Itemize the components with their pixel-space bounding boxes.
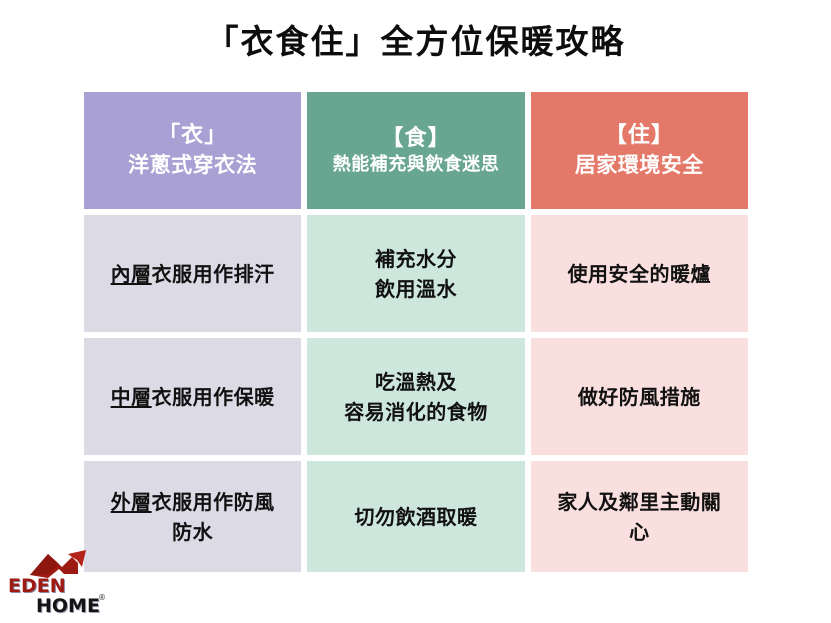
eden-home-logo: EDEN HOME ®: [6, 548, 124, 618]
cell-text-line2: 飲用溫水: [374, 276, 457, 301]
header-subtitle-food: 熱能補充與飲食迷思: [332, 154, 500, 176]
header-cell-food: 【食】 熱能補充與飲食迷思: [307, 92, 525, 209]
house-arrow-icon: [28, 548, 90, 578]
cell-underlined-term: 內層: [110, 261, 152, 286]
cell-main-text: 使用安全的暖爐: [567, 261, 712, 286]
cell-main-text: 衣服用作排汗: [151, 261, 275, 286]
cell-underlined-term: 中層: [110, 384, 152, 409]
cell-main-text: 切勿飲酒取暖: [354, 504, 478, 529]
page-title: 「衣食住」全方位保暖攻略: [205, 22, 626, 61]
cell-text: 做好防風措施: [578, 382, 701, 412]
cell-housing-3: 家人及鄰里主動關 心: [530, 461, 748, 572]
header-title-clothing: 「衣」: [158, 123, 228, 149]
cell-text: 使用安全的暖爐: [568, 259, 712, 289]
cell-main-text: 衣服用作保暖: [151, 384, 275, 409]
header-subtitle-housing: 居家環境安全: [574, 153, 704, 178]
table-header-row: 「衣」 洋蔥式穿衣法 【食】 熱能補充與飲食迷思 【住】 居家環境安全: [84, 92, 748, 209]
cell-clothing-3: 外層衣服用作防風 防水: [84, 461, 302, 572]
table-row: 外層衣服用作防風 防水 切勿飲酒取暖 家人及鄰里主動關 心: [84, 461, 748, 572]
table-row: 內層衣服用作排汗 補充水分 飲用溫水 使用安全的暖爐: [84, 215, 748, 332]
cell-main-text: 衣服用作防風: [151, 489, 275, 514]
header-cell-clothing: 「衣」 洋蔥式穿衣法: [84, 92, 302, 209]
cell-text: 切勿飲酒取暖: [354, 502, 477, 532]
cell-text: 中層衣服用作保暖: [111, 382, 275, 412]
cell-text: 內層衣服用作排汗: [111, 259, 275, 289]
cell-food-2: 吃溫熱及 容易消化的食物: [307, 338, 525, 455]
cell-food-1: 補充水分 飲用溫水: [307, 215, 525, 332]
cell-text-line2: 心: [629, 519, 650, 544]
header-subtitle-clothing: 洋蔥式穿衣法: [128, 153, 258, 178]
cell-food-3: 切勿飲酒取暖: [307, 461, 525, 572]
logo-text-home: HOME: [36, 595, 100, 617]
header-cell-housing: 【住】 居家環境安全: [530, 92, 748, 209]
cell-main-text: 家人及鄰里主動關: [557, 489, 722, 514]
cell-main-text: 做好防風措施: [577, 384, 701, 409]
cell-text: 外層衣服用作防風: [111, 487, 275, 517]
cell-clothing-2: 中層衣服用作保暖: [84, 338, 302, 455]
header-title-housing: 【住】: [604, 123, 674, 149]
info-table: 「衣」 洋蔥式穿衣法 【食】 熱能補充與飲食迷思 【住】 居家環境安全 內層衣服…: [84, 92, 748, 572]
cell-underlined-term: 外層: [110, 489, 152, 514]
cell-text-line2: 容易消化的食物: [344, 399, 488, 424]
cell-text: 家人及鄰里主動關: [557, 487, 721, 517]
table-row: 中層衣服用作保暖 吃溫熱及 容易消化的食物 做好防風措施: [84, 338, 748, 455]
logo-text-eden: EDEN: [8, 575, 66, 597]
cell-main-text: 補充水分: [374, 246, 457, 271]
cell-text-line2: 防水: [172, 519, 214, 544]
header-title-food: 【食】: [381, 125, 451, 151]
cell-main-text: 吃溫熱及: [374, 369, 457, 394]
cell-text: 吃溫熱及: [375, 367, 457, 397]
cell-housing-1: 使用安全的暖爐: [530, 215, 748, 332]
cell-housing-2: 做好防風措施: [530, 338, 748, 455]
cell-text: 補充水分: [375, 244, 457, 274]
cell-clothing-1: 內層衣服用作排汗: [84, 215, 302, 332]
registered-trademark-icon: ®: [98, 593, 106, 602]
